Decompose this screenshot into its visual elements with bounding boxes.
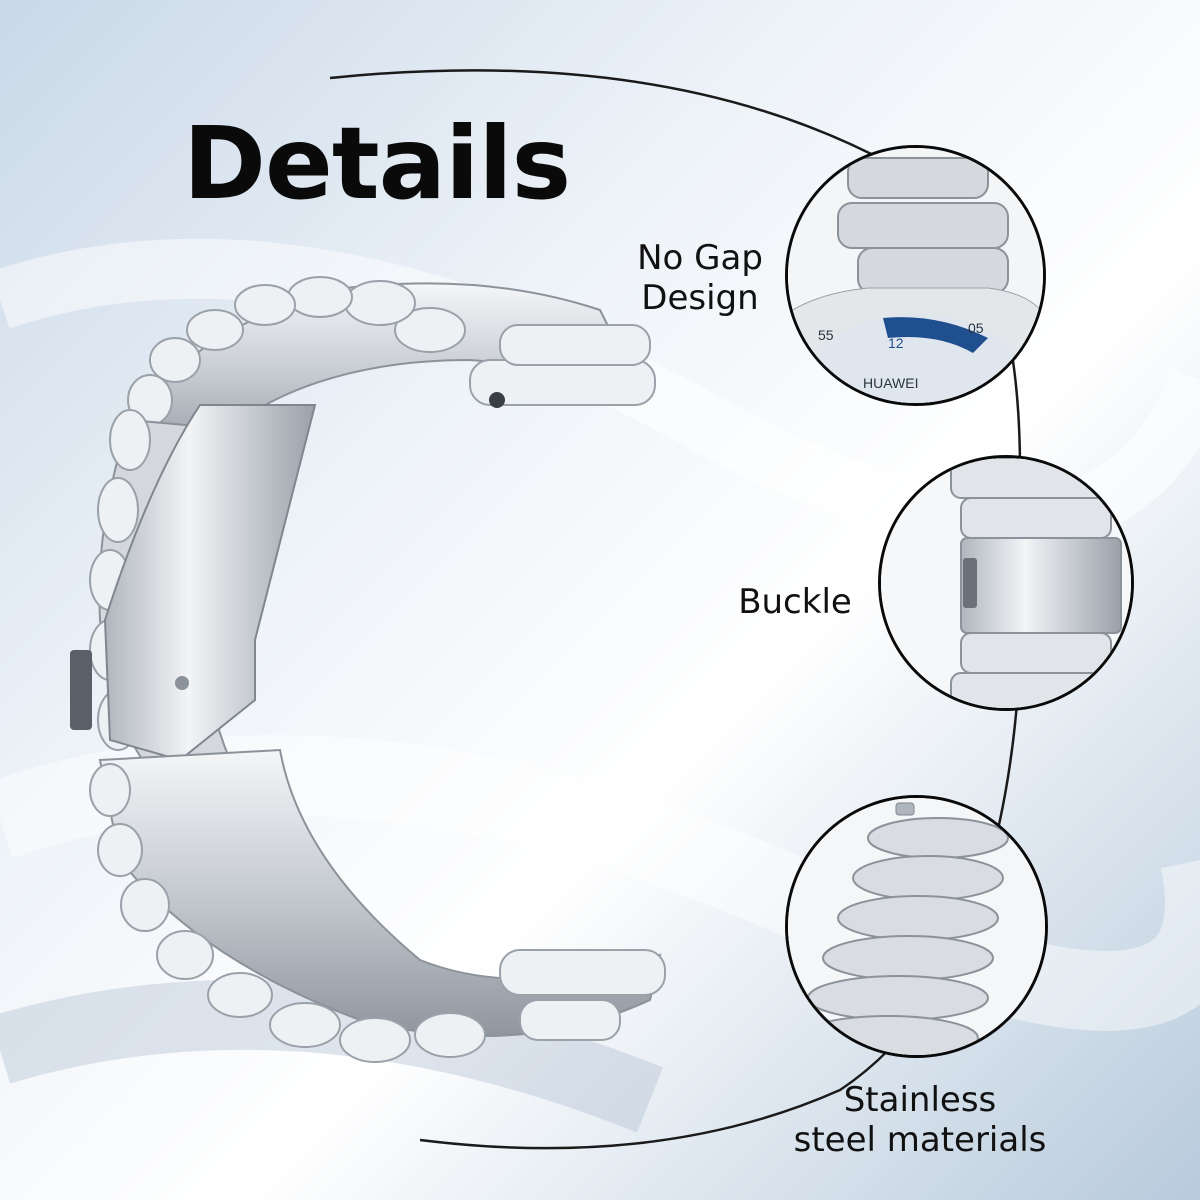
watch-number-55: 55 [818,327,834,343]
detail-circle-no-gap: 55 12 05 HUAWEI [785,145,1046,406]
buckle-closeup-image [881,458,1131,708]
band-upper-links [127,276,656,472]
feature-label-line: steel materials [793,1120,1047,1160]
page-title: Details [183,105,571,222]
watch-number-12: 12 [888,335,904,351]
links-closeup-image [788,798,1045,1055]
watch-closeup-image: 55 12 05 HUAWEI [788,148,1043,403]
feature-label-line: Stainless [843,1080,997,1120]
feature-label-line: No Gap [637,238,763,278]
watch-number-05: 05 [968,320,984,336]
feature-label-stainless: Stainless steel materials [780,1080,1060,1160]
detail-circle-buckle [878,455,1134,711]
feature-label-buckle: Buckle [720,582,870,622]
feature-label-no-gap: No Gap Design [620,238,780,318]
watch-brand: HUAWEI [863,375,918,391]
band-lower-links [89,748,666,1063]
feature-label-line: Design [641,278,759,318]
detail-circle-stainless-steel [785,795,1048,1058]
feature-label-line: Buckle [738,582,852,622]
